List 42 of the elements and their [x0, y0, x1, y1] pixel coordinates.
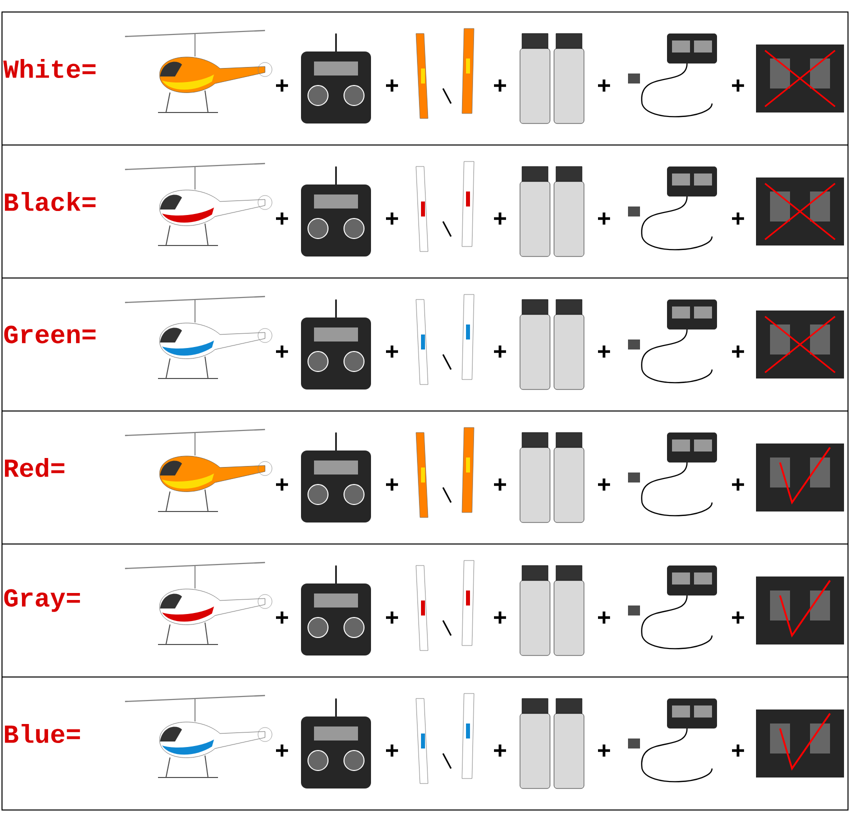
color-label: Green= [4, 326, 96, 344]
plus-sign: + [494, 478, 506, 491]
plus-sign: + [386, 744, 398, 757]
plus-sign: + [598, 744, 610, 757]
plus-sign: + [386, 611, 398, 624]
plus-sign: + [386, 345, 398, 358]
plus-sign: + [386, 212, 398, 225]
plus-sign: + [494, 212, 506, 225]
plus-sign: + [598, 611, 610, 624]
plus-sign: + [494, 345, 506, 358]
plus-sign: + [598, 345, 610, 358]
plus-sign: + [494, 79, 506, 92]
row-panel [2, 410, 848, 544]
plus-sign: + [598, 478, 610, 491]
plus-sign: + [276, 478, 288, 491]
plus-sign: + [494, 611, 506, 624]
plus-sign: + [732, 79, 744, 92]
plus-sign: + [732, 611, 744, 624]
color-label: Red= [4, 458, 64, 478]
plus-sign: + [276, 212, 288, 225]
row-panel [2, 12, 848, 146]
color-label: Gray= [4, 589, 80, 612]
plus-sign: + [276, 79, 288, 92]
plus-sign: + [276, 345, 288, 358]
row-panel [2, 544, 848, 678]
plus-sign: + [598, 212, 610, 225]
plus-sign: + [276, 611, 288, 624]
color-label: Black= [4, 192, 96, 212]
row-panel [2, 144, 848, 278]
color-label: White= [3, 58, 96, 78]
color-label: Blue= [4, 724, 80, 744]
plus-sign: + [386, 478, 398, 491]
plus-sign: + [732, 212, 744, 225]
row-panel [2, 676, 848, 810]
plus-sign: + [732, 345, 744, 358]
plus-sign: + [276, 744, 288, 757]
plus-sign: + [386, 79, 398, 92]
plus-sign: + [732, 744, 744, 757]
row-panel [2, 278, 848, 412]
plus-sign: + [732, 478, 744, 491]
plus-sign: + [494, 744, 506, 757]
plus-sign: + [598, 79, 610, 92]
